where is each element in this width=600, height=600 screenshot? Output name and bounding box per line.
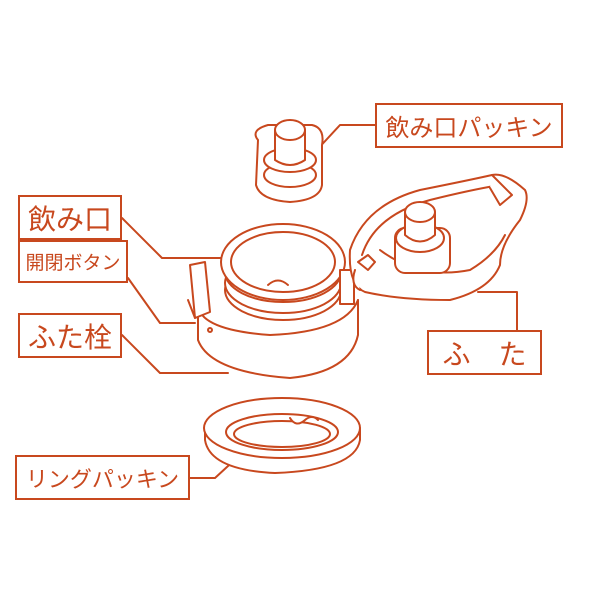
leader-lid-plug (121, 334, 229, 374)
mouthpiece-packing-part (254, 119, 324, 203)
leader-mouthpiece-packing (314, 124, 376, 153)
label-lid: ふ た (427, 330, 542, 375)
ring-packing-part (203, 397, 361, 474)
leader-mouthpiece (121, 217, 229, 259)
lid-part (348, 173, 528, 301)
leader-lines (121, 124, 518, 479)
leader-lid (477, 291, 518, 331)
leader-open-close-button (127, 277, 196, 324)
label-lid-plug: ふた栓 (18, 313, 122, 358)
label-mouthpiece-packing: 飲み口パッキン (375, 103, 563, 148)
label-open-close-button: 開閉ボタン (18, 240, 128, 283)
label-ring-packing: リングパッキン (15, 455, 190, 500)
lid-plug-part (187, 223, 359, 379)
label-mouthpiece: 飲み口 (18, 195, 122, 240)
